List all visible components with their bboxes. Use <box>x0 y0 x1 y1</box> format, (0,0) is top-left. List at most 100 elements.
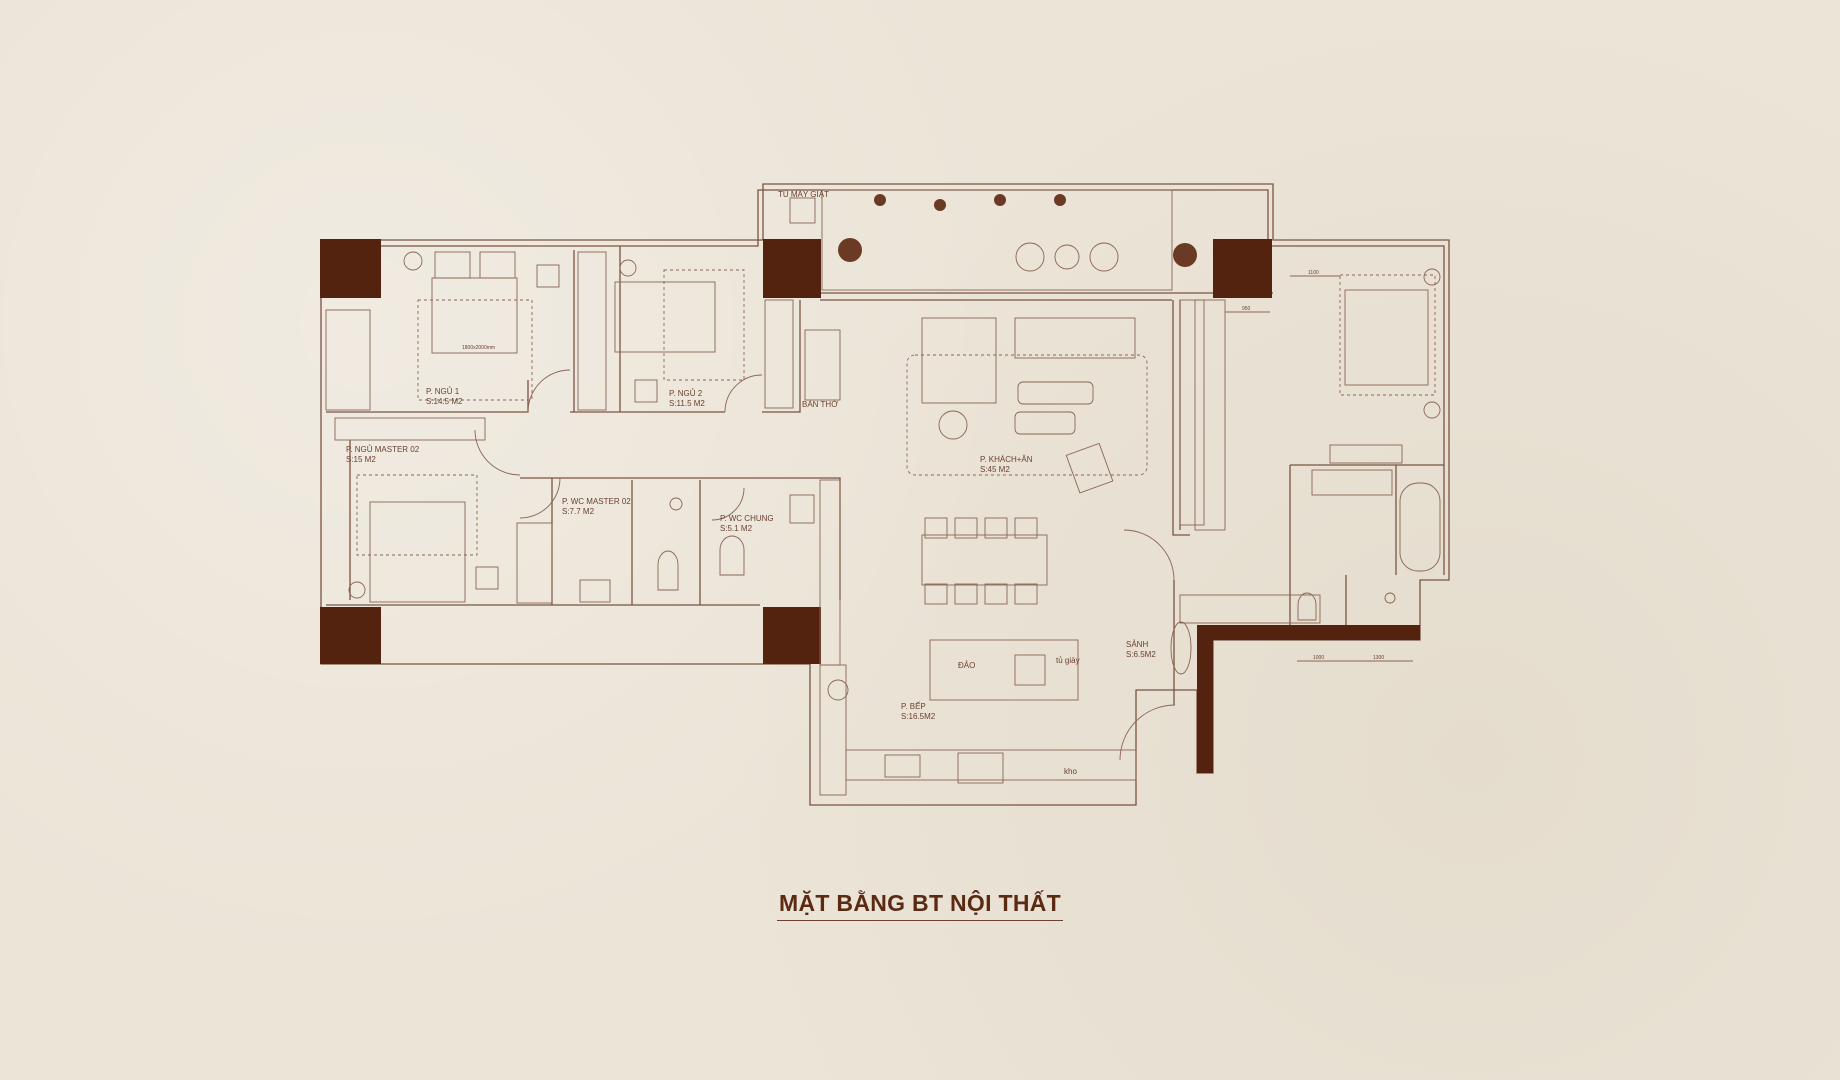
door-swing <box>527 369 571 413</box>
bed-master-1 <box>1344 289 1429 386</box>
drawing-title: MẶT BẰNG BT NỘI THẤT <box>777 890 1063 921</box>
coffee-table <box>1014 411 1076 435</box>
bathtub <box>1399 482 1441 572</box>
door-swing <box>711 487 745 521</box>
toilet <box>719 535 745 576</box>
room-area-kitchen: S:16.5M2 <box>901 712 936 721</box>
room-name-wc-common: P. WC CHUNG <box>720 514 774 523</box>
column <box>1213 239 1272 298</box>
chair <box>634 379 658 403</box>
sofa-chaise <box>921 317 997 404</box>
lamp-icon <box>1423 268 1441 286</box>
chair <box>475 566 499 590</box>
plant-icon <box>1173 243 1197 267</box>
lamp-icon <box>348 581 366 599</box>
vanity <box>1329 444 1403 464</box>
wardrobe <box>1194 299 1226 531</box>
room-name-altar: BÀN THỜ <box>802 400 838 409</box>
plant-icon <box>838 238 862 262</box>
dining-table <box>921 534 1048 586</box>
wardrobe <box>577 251 607 411</box>
column <box>320 607 381 664</box>
sink <box>579 579 611 603</box>
column <box>763 239 821 298</box>
kitchen-counter <box>845 749 1137 781</box>
island-sink <box>1014 654 1046 686</box>
balcony-table <box>1054 244 1080 270</box>
room-area-master2: S:15 M2 <box>346 455 376 464</box>
plant-icon <box>1054 194 1066 206</box>
wardrobe <box>764 299 794 409</box>
wall-segment <box>1197 625 1213 773</box>
label-storage: kho <box>1064 767 1077 776</box>
altar-table <box>804 329 841 401</box>
label-island: ĐẢO <box>958 661 975 670</box>
room-area-living: S:45 M2 <box>980 465 1010 474</box>
room-area-wc-common: S:5.1 M2 <box>720 524 753 533</box>
balcony-chair <box>1089 242 1119 272</box>
dimension-1100: 1100 <box>1308 270 1319 276</box>
dimension-1000: 1000 <box>1313 655 1324 661</box>
wardrobes <box>325 251 1321 624</box>
label-shoe-cabinet: tủ giày <box>1056 656 1080 665</box>
kitchen-island <box>929 639 1079 701</box>
column <box>320 239 381 298</box>
wardrobe <box>516 522 553 604</box>
lamp-icon <box>403 251 423 271</box>
tv-cabinet <box>1179 299 1205 526</box>
toilet <box>657 550 679 591</box>
room-labels: P. NGỦ 1 S:14.5 M2 P. NGỦ 2 S:11.5 M2 BÀ… <box>346 190 1156 776</box>
shoe-bench <box>1170 621 1192 675</box>
double-sink <box>1311 469 1393 496</box>
chair <box>536 264 560 288</box>
wardrobe <box>334 417 486 441</box>
room-name-living: P. KHÁCH+ĂN <box>980 455 1033 464</box>
room-area-bedroom2: S:11.5 M2 <box>669 399 705 408</box>
bed-master-2 <box>369 501 466 603</box>
entrance-door-swing <box>1119 704 1176 761</box>
plant-icon <box>874 194 886 206</box>
floor-drain <box>1384 592 1396 604</box>
outer-walls <box>320 183 1450 806</box>
balcony-deck <box>821 189 1173 291</box>
door-swing <box>1123 529 1175 581</box>
door-swing <box>474 429 521 476</box>
side-table <box>938 410 968 440</box>
plant-icon <box>934 199 946 211</box>
room-name-washer: TỦ MÁY GIẶT <box>778 190 829 199</box>
bed-size-label: 1800x2000mm <box>462 345 495 351</box>
kitchen-sink <box>884 754 921 778</box>
kitchen-furniture <box>819 479 1192 796</box>
balcony-storage <box>325 309 371 411</box>
sofa <box>1014 317 1136 359</box>
pillow <box>434 251 471 279</box>
structural-columns <box>320 239 1420 773</box>
dimension-labels: 1100 950 1000 1300 1800x2000mm <box>462 270 1413 662</box>
bedroom-furniture <box>348 251 1441 603</box>
floor-drain <box>669 497 683 511</box>
room-name-bedroom2: P. NGỦ 2 <box>669 389 703 398</box>
room-name-lobby: SẢNH <box>1126 640 1148 649</box>
lamp-icon <box>619 259 637 277</box>
bed-bedroom-1 <box>431 277 518 354</box>
washing-machine <box>789 197 816 224</box>
dining-chairs <box>924 517 1038 605</box>
shoe-wardrobe <box>1179 594 1321 624</box>
room-name-bedroom1: P. NGỦ 1 <box>426 387 460 396</box>
oven <box>957 752 1004 784</box>
balcony-chair <box>1015 242 1045 272</box>
doors <box>474 369 1176 761</box>
room-name-kitchen: P. BẾP <box>901 701 926 711</box>
door-swing <box>724 374 763 413</box>
column <box>763 607 821 664</box>
pillow <box>479 251 516 279</box>
dimension-1300: 1300 <box>1373 655 1384 661</box>
drawing-title-wrap: MẶT BẰNG BT NỘI THẤT <box>0 890 1840 921</box>
room-area-lobby: S:6.5M2 <box>1126 650 1156 659</box>
sink <box>789 494 815 524</box>
room-area-wc-master2: S:7.7 M2 <box>562 507 595 516</box>
kitchen-counter <box>819 664 847 796</box>
dimension-950: 950 <box>1242 306 1251 312</box>
